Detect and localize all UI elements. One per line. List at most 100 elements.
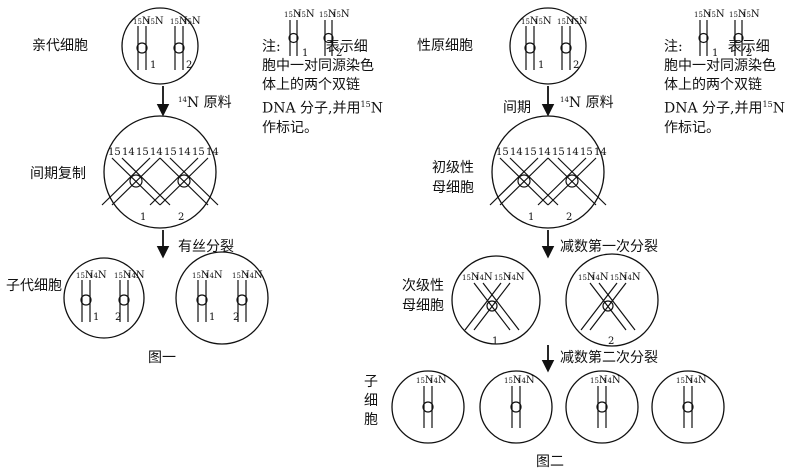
svg-text:15N: 15N <box>146 16 164 27</box>
svg-text:15: 15 <box>108 147 121 158</box>
svg-text:15N: 15N <box>570 16 588 27</box>
svg-text:15N: 15N <box>521 16 539 27</box>
note1-line3: 体上的两个双链 <box>262 77 360 93</box>
svg-text:14N: 14N <box>689 375 707 386</box>
svg-text:15N: 15N <box>319 9 337 20</box>
svg-text:15N: 15N <box>76 270 94 281</box>
svg-text:15: 15 <box>580 147 593 158</box>
note2-line2: 胞中一对同源染色 <box>664 58 776 74</box>
fig1-interphase-label: 间期复制 <box>30 165 86 182</box>
svg-text:15N: 15N <box>494 272 512 283</box>
svg-text:15N: 15N <box>462 272 480 283</box>
svg-text:2: 2 <box>233 312 239 323</box>
note1-line4: DNA 分子,并用15N <box>262 100 383 117</box>
svg-text:2: 2 <box>746 48 752 59</box>
chromosome-1 <box>136 26 148 70</box>
fig2-daughter-cell-3: 15N 14N <box>565 370 639 444</box>
note1-line5: 作标记。 <box>262 119 318 136</box>
svg-text:15N: 15N <box>232 270 250 281</box>
svg-text:14N: 14N <box>623 272 641 283</box>
svg-text:1: 1 <box>538 60 544 71</box>
fig2-primary-label-2: 母细胞 <box>432 180 474 196</box>
svg-text:14N: 14N <box>429 375 447 386</box>
svg-text:2: 2 <box>608 336 614 347</box>
svg-text:15N: 15N <box>332 9 350 20</box>
note1-line2: 胞中一对同源染色 <box>262 58 374 74</box>
svg-text:15N: 15N <box>729 9 747 20</box>
svg-text:14: 14 <box>510 147 523 158</box>
note2-line3: 体上的两个双链 <box>664 77 762 93</box>
svg-text:15N: 15N <box>284 9 302 20</box>
svg-text:15N: 15N <box>676 375 694 386</box>
svg-text:15: 15 <box>524 147 537 158</box>
note2-line4: DNA 分子,并用15N <box>664 100 785 117</box>
svg-text:14N: 14N <box>205 270 223 281</box>
chrom-num-2: 2 <box>186 60 192 71</box>
svg-text:2: 2 <box>566 212 572 223</box>
svg-text:14: 14 <box>122 147 135 158</box>
svg-text:14N: 14N <box>591 272 609 283</box>
svg-text:14N: 14N <box>245 270 263 281</box>
fig2-daughter-label-2: 细 <box>364 393 378 409</box>
svg-text:14: 14 <box>150 147 163 158</box>
fig1-daughter-cell-b: 15N 14N 15N 14N 1 2 <box>175 251 269 345</box>
fig2-parent-label: 性原细胞 <box>417 38 473 54</box>
svg-text:15N: 15N <box>183 16 201 27</box>
fig2-meiosis2-label: 减数第二次分裂 <box>560 349 658 366</box>
svg-text:14N: 14N <box>603 375 621 386</box>
svg-text:2: 2 <box>336 48 342 59</box>
svg-text:15N: 15N <box>707 9 725 20</box>
svg-text:1: 1 <box>712 48 718 59</box>
svg-text:15N: 15N <box>534 16 552 27</box>
svg-text:15N: 15N <box>297 9 315 20</box>
fig1-arrow1-label: 14N 原料 <box>178 95 232 111</box>
fig1-daughter-cell-a: 15N 14N 15N 14N 1 2 <box>63 257 145 339</box>
svg-text:14N: 14N <box>127 270 145 281</box>
svg-text:1: 1 <box>209 312 215 323</box>
svg-text:15N: 15N <box>114 270 132 281</box>
svg-text:15N: 15N <box>504 375 522 386</box>
svg-text:15N: 15N <box>694 9 712 20</box>
figure-1: 亲代细胞 15N 15N 15N 15N 1 2 14N 原料 <box>6 7 269 366</box>
note-2: 注: 表示细 胞中一对同源染色 体上的两个双链 DNA 分子,并用15N 作标记。 <box>664 38 798 138</box>
fig1-arrow2-label: 有丝分裂 <box>178 239 234 255</box>
svg-text:2: 2 <box>178 212 184 223</box>
chrom-num-1: 1 <box>150 60 156 71</box>
fig2-primary-label-1: 初级性 <box>432 159 474 176</box>
svg-text:15: 15 <box>496 147 509 158</box>
svg-text:2: 2 <box>115 312 121 323</box>
note-1: 注: 表示细 胞中一对同源染色 体上的两个双链 DNA 分子,并用15N 作标记。 <box>262 38 400 138</box>
fig2-secondary-cell-a: 15N 14N 15N 14N 1 <box>451 255 541 347</box>
fig2-interphase-label: 间期 <box>503 100 531 116</box>
svg-text:14N: 14N <box>89 270 107 281</box>
fig2-secondary-label-2: 母细胞 <box>402 298 444 314</box>
svg-text:15N: 15N <box>416 375 434 386</box>
svg-text:14: 14 <box>178 147 191 158</box>
fig2-parent-cell: 15N 15N 15N 15N 1 2 <box>509 7 588 85</box>
svg-text:14N: 14N <box>507 272 525 283</box>
fig2-arrow1-label: 14N 原料 <box>560 95 614 111</box>
note1-prefix: 注: <box>262 39 281 55</box>
fig2-caption: 图二 <box>536 454 564 470</box>
fig2-daughter-label-3: 胞 <box>364 412 378 428</box>
fig2-meiosis1-label: 减数第一次分裂 <box>560 238 658 255</box>
fig1-interphase-cell: 15 14 15 14 15 14 15 14 1 2 <box>101 115 219 229</box>
svg-text:1: 1 <box>93 312 99 323</box>
svg-text:1: 1 <box>492 336 498 347</box>
svg-text:15: 15 <box>192 147 205 158</box>
note2-line5: 作标记。 <box>664 119 720 136</box>
fig2-daughter-cell-4: 15N 14N <box>651 370 725 444</box>
svg-text:15N: 15N <box>742 9 760 20</box>
note1-line1: 表示细 <box>325 39 368 55</box>
note2-prefix: 注: <box>664 39 683 55</box>
svg-text:15N: 15N <box>133 16 151 27</box>
svg-text:14N: 14N <box>475 272 493 283</box>
note2-line1: 表示细 <box>727 39 770 55</box>
svg-text:14: 14 <box>538 147 551 158</box>
svg-text:14N: 14N <box>517 375 535 386</box>
fig1-daughter-label: 子代细胞 <box>6 278 62 294</box>
svg-text:15N: 15N <box>610 272 628 283</box>
svg-text:15N: 15N <box>578 272 596 283</box>
fig2-primary-cell: 15 14 15 14 15 14 15 14 1 2 <box>489 115 607 229</box>
svg-text:15N: 15N <box>590 375 608 386</box>
